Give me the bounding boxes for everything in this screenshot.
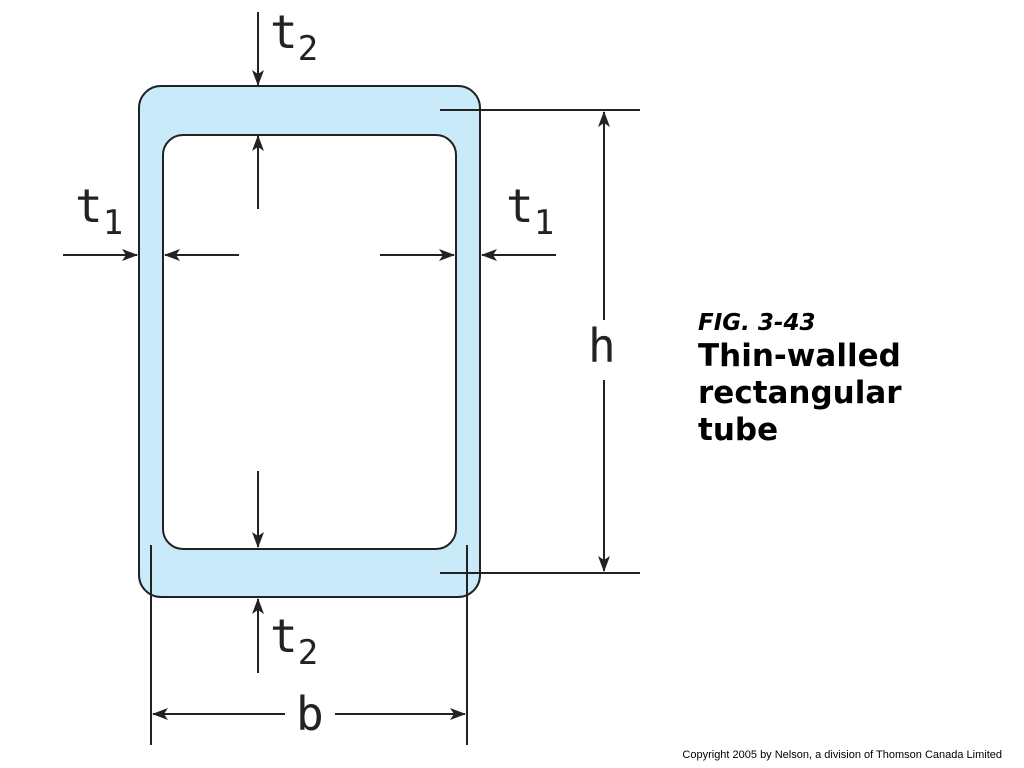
t2-top-label: t2	[270, 5, 318, 69]
t2-bottom-label: t2	[270, 609, 318, 673]
figure-title-line-2: rectangular	[698, 375, 902, 411]
h-label: h	[588, 319, 616, 373]
b-label: b	[296, 687, 324, 741]
copyright-notice: Copyright 2005 by Nelson, a division of …	[682, 749, 1002, 761]
figure-number: FIG. 3-43	[698, 310, 816, 336]
figure-title-line-3: tube	[698, 412, 779, 448]
figure-title-line-1: Thin-walled	[698, 338, 901, 374]
inner-hollow	[162, 134, 457, 550]
figure-caption: FIG. 3-43 Thin-walled rectangular tube	[698, 308, 998, 449]
t1-left-label: t1	[75, 179, 123, 243]
t1-right-label: t1	[506, 179, 554, 243]
